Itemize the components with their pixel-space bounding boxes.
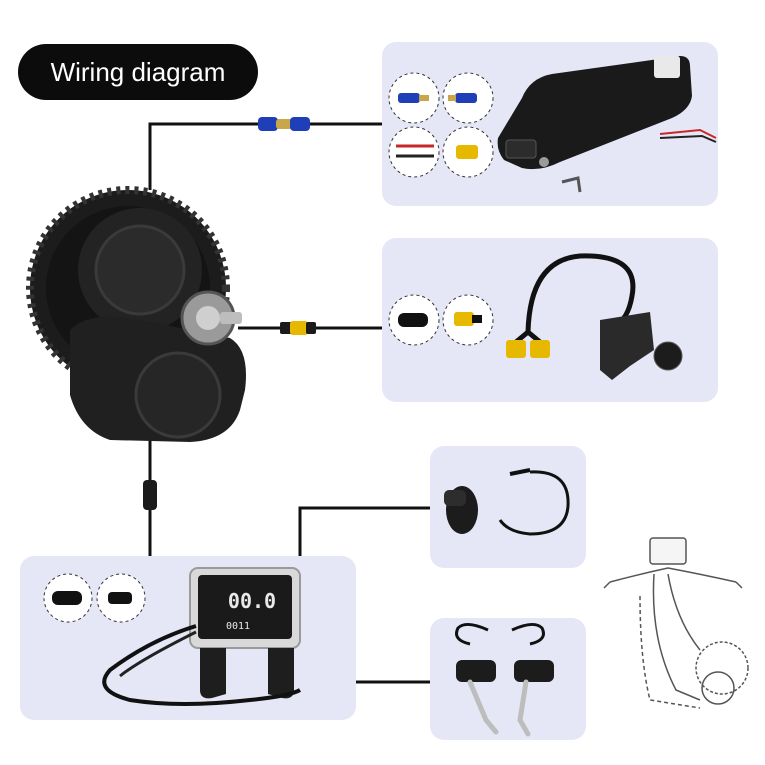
battery-key	[561, 176, 582, 193]
sketch-handlebar	[609, 567, 737, 583]
battery-pack	[497, 56, 717, 193]
odometer-readout: 0011	[226, 621, 250, 632]
sensor-connector-thumbnails	[388, 294, 494, 346]
display-mount	[200, 648, 294, 699]
yellow-inline-connector	[280, 321, 316, 335]
sketch-motor	[701, 671, 735, 705]
sketch-cables	[639, 595, 701, 709]
brake-lever-left	[456, 660, 496, 682]
display-connector-thumbnails	[43, 573, 146, 623]
lcd-screen	[198, 575, 292, 639]
wire-to-battery	[148, 122, 382, 190]
sketch-chainring	[695, 641, 749, 695]
power-lead-thumb	[388, 126, 440, 178]
motor-cover	[134, 351, 222, 439]
yellow-plug-right	[530, 340, 550, 358]
wire-to-throttle	[298, 506, 430, 556]
thumb-throttle	[444, 468, 570, 536]
brake-lever-right	[514, 660, 554, 682]
sketch-frame	[652, 573, 701, 701]
title-badge: Wiring diagram	[18, 44, 258, 100]
battery-connector-thumbnails	[388, 72, 494, 178]
speed-readout: 00.0	[228, 589, 276, 613]
speed-sensor-harness	[506, 253, 683, 380]
display-cable	[102, 624, 302, 706]
sensor-bracket	[600, 312, 654, 380]
yellow-plug-left	[506, 340, 526, 358]
display-cable-connector	[143, 480, 157, 510]
sketch-display	[649, 537, 687, 565]
magnet-puck	[653, 341, 683, 371]
mid-drive-motor	[26, 186, 246, 442]
brake-levers	[455, 623, 554, 737]
brake-levers-panel	[430, 618, 586, 740]
bike-installation-sketch	[603, 537, 749, 709]
blue-inline-connector	[258, 117, 310, 131]
lcd-display-unit: 00.0 0011	[102, 567, 302, 706]
